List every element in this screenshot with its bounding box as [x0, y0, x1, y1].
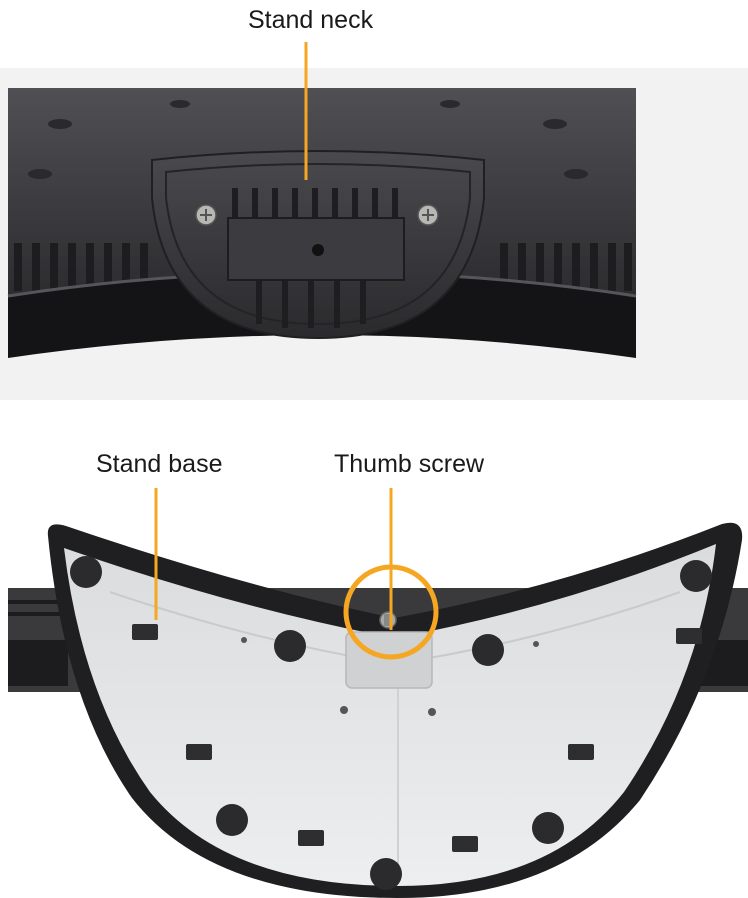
- mounting-dimples: [28, 100, 588, 179]
- stand-neck-label: Stand neck: [248, 6, 374, 34]
- vent-grille-right: [500, 243, 632, 291]
- vent-grille-left: [14, 243, 148, 291]
- thumb-screw-label: Thumb screw: [334, 450, 485, 478]
- screw-icon: [195, 204, 217, 226]
- rubber-foot-icon: [70, 556, 712, 890]
- stand-base-photo: [0, 500, 748, 898]
- neck-screw-hole: [312, 244, 324, 256]
- stand-neck-photo: [0, 68, 748, 400]
- cable-clip-icon: [132, 624, 702, 852]
- screw-icon: [417, 204, 439, 226]
- thumb-screw: [379, 611, 397, 629]
- stand-base-label: Stand base: [96, 450, 223, 478]
- stand-base-plate: [64, 544, 716, 886]
